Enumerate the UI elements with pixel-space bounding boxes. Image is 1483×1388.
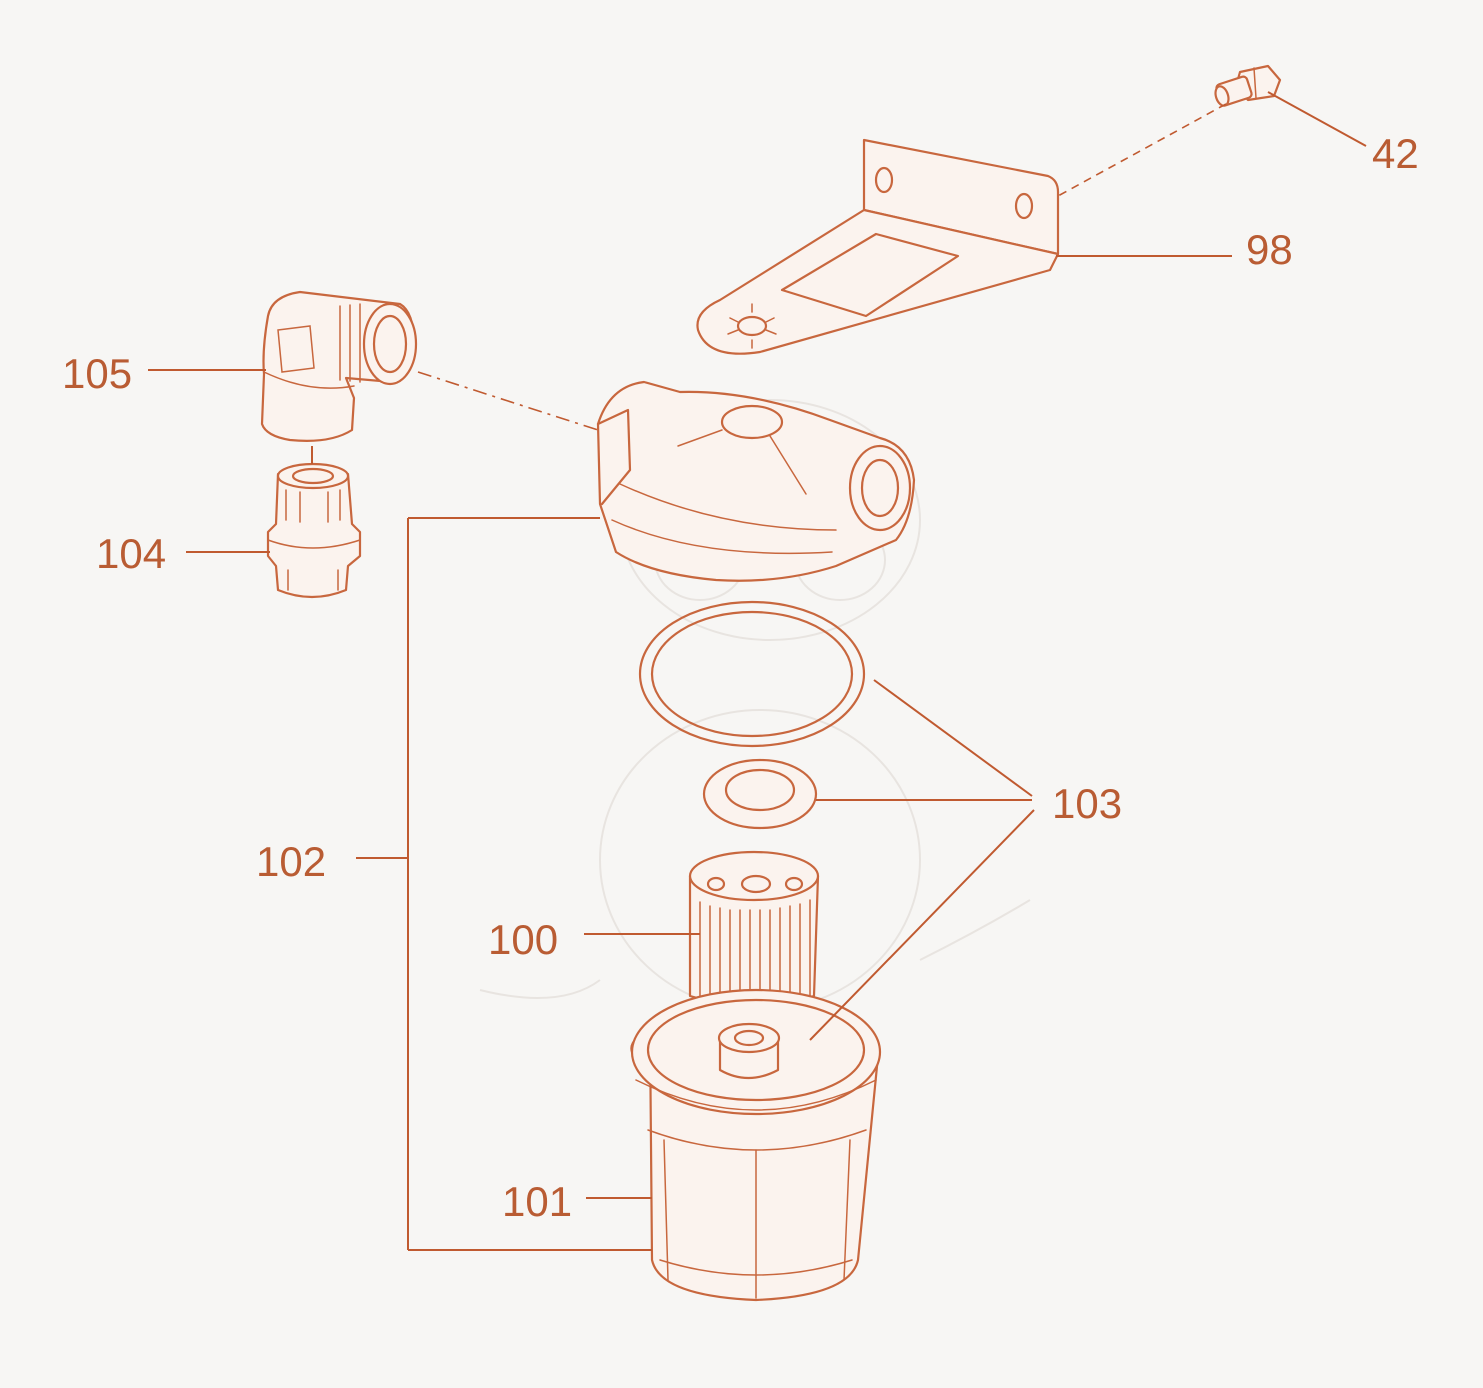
callout-103: 103 [1052, 780, 1122, 827]
filter-bowl-101 [630, 988, 882, 1302]
callout-100: 100 [488, 916, 558, 963]
bolt-42 [1214, 64, 1282, 107]
bracket-98 [696, 138, 1060, 355]
callout-42: 42 [1372, 130, 1419, 177]
washer [702, 758, 818, 830]
elbow-fitting-105 [260, 290, 418, 442]
leader-lines [148, 91, 1367, 1251]
filter-cartridge-100 [688, 850, 820, 1007]
callout-105: 105 [62, 350, 132, 397]
callout-101: 101 [502, 1178, 572, 1225]
filter-head [596, 380, 916, 582]
hex-nipple-104 [266, 462, 362, 599]
callout-98: 98 [1246, 226, 1293, 273]
o-ring-large [638, 600, 866, 748]
callout-labels: 42 98 105 104 103 102 100 101 [62, 130, 1419, 1225]
callout-104: 104 [96, 530, 166, 577]
callout-102: 102 [256, 838, 326, 885]
